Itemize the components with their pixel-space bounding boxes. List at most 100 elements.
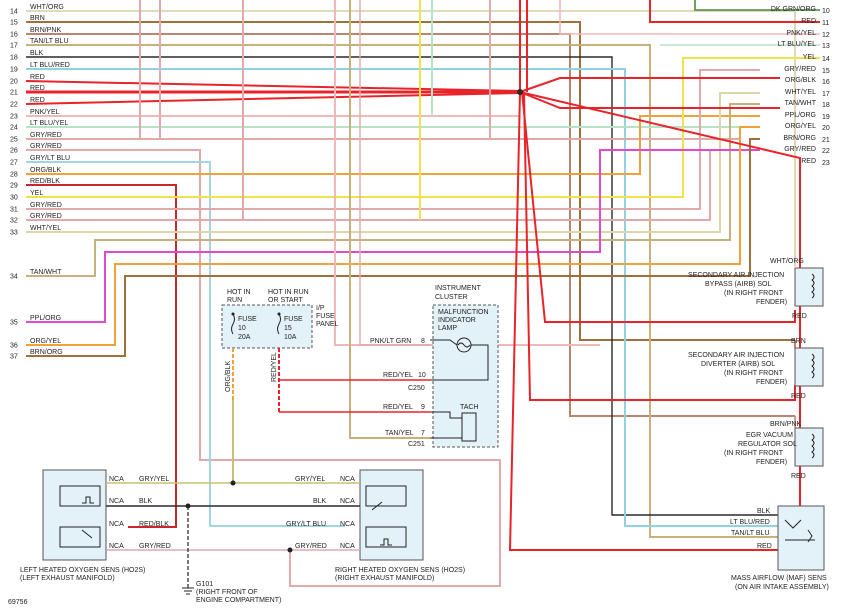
left-row-wire: LT BLU/YEL [30,120,68,127]
or-w-2: BLK [313,498,327,505]
left-row-wire: RED [30,74,45,81]
fuse-hot-run-2: RUN [227,297,242,304]
right-row-wire: RED [801,158,816,165]
cluster-label-2: CLUSTER [435,294,468,301]
left-row-number: 31 [10,207,18,214]
right-row-wire: ORG/BLK [785,77,816,84]
ol-nca-3: NCA [109,521,124,528]
left-row-wire: BRN/PNK [30,27,61,34]
right-row-wire: GRY/RED [784,66,816,73]
fuse10-l3: 20A [238,334,251,341]
left-row-number: 20 [10,79,18,86]
left-row-wire: LT BLU/RED [30,62,70,69]
right-components: WHT/ORG RED SECONDARY AIR INJECTION BYPA… [688,258,829,591]
left-row-wire: YEL [30,190,43,197]
egr-l2: REGULATOR SOL [738,441,797,448]
left-row-number: 16 [10,32,18,39]
ol-w-3: RED/BLK [139,521,169,528]
left-row-wire: WHT/YEL [30,225,61,232]
ol-w-4: GRY/RED [139,543,171,550]
diverter-top: BRN [791,338,806,345]
left-row-wire: RED/BLK [30,178,60,185]
wire-l33 [26,92,760,233]
wire-vert-d [334,0,600,346]
right-row-wire: YEL [803,54,816,61]
cl-w-tanyel: TAN/YEL [385,430,414,437]
ol-nca-2: NCA [109,498,124,505]
left-row-number: 23 [10,114,18,121]
maf-box [777,505,825,571]
wire-l30 [26,57,760,198]
left-row-wire: PNK/YEL [30,109,60,116]
left-row-number: 26 [10,148,18,155]
left-row-number: 17 [10,43,18,50]
or-nca-2: NCA [340,498,355,505]
left-row-wire: GRY/RED [30,202,62,209]
red-down-a [508,91,778,551]
wire-l14 [26,10,796,258]
right-row-wire: GRY/RED [784,146,816,153]
left-heater-icon [59,485,101,507]
fuse10-l2: 10 [238,325,246,332]
maf-l1: MASS AIRFLOW (MAF) SENS [731,575,827,582]
left-row-wire: BRN [30,15,45,22]
bypass-l1: SECONDARY AIR INJECTION [688,272,784,279]
wire-vert-f [359,0,430,346]
fuse10-l1: FUSE [238,316,257,323]
maf-w1: BLK [757,508,771,515]
airb-bypass-box [794,267,824,307]
cluster-label-1: INSTRUMENT [435,285,482,292]
fuse-hot-start-1: HOT IN RUN [268,289,309,296]
or-w-4: GRY/RED [295,543,327,550]
left-row-wire: TAN/LT BLU [30,38,69,45]
egr-l4: FENDER) [756,459,787,466]
red-r23 [519,91,801,557]
instrument-cluster: INSTRUMENT CLUSTER MALFUNCTION INDICATOR… [370,285,499,448]
left-row-number: 34 [10,274,18,281]
ol-w-1: GRY/YEL [139,476,169,483]
mil-label-3: LAMP [438,325,457,332]
wire-l17 [26,44,778,538]
bypass-top: WHT/ORG [770,258,804,265]
wire-l26 [26,149,501,587]
egr-coil-icon [811,433,815,459]
right-row-wire: TAN/WHT [785,100,817,107]
left-row-number: 37 [10,354,18,361]
fuse-hot-run-1: HOT IN [227,289,251,296]
fuse-panel-label-3: PANEL [316,321,339,328]
diverter-l3: (IN RIGHT FRONT [724,370,784,377]
left-sensor-icon [59,526,101,548]
mil-label-2: INDICATOR [438,317,476,324]
o2-sensors: G101 (RIGHT FRONT OF ENGINE COMPARTMENT)… [20,469,465,604]
bypass-bottom: RED [792,313,807,320]
o2-left-title-1: LEFT HEATED OXYGEN SENS (HO2S) [20,567,145,574]
figure-id: 69756 [8,599,28,606]
left-row-number: 24 [10,125,18,132]
or-nca-3: NCA [340,521,355,528]
fuse15-icon [277,313,281,335]
left-row-wire: RED [30,97,45,104]
red-down-b [523,91,796,401]
left-row-number: 15 [10,20,18,27]
egr-top: BRN/PNK [770,421,801,428]
right-row-number: 13 [822,43,830,50]
left-row-wire: GRY/RED [30,143,62,150]
diverter-l4: FENDER) [756,379,787,386]
fuse15-l2: 15 [284,325,292,332]
ol-nca-1: NCA [109,476,124,483]
or-w-1: GRY/YEL [295,476,325,483]
left-row-number: 35 [10,320,18,327]
right-row-number: 22 [822,148,830,155]
wire-l16 [26,33,795,417]
wire-vert-c [242,0,560,221]
right-row-wire: RED [801,18,816,25]
airb-bypass-coil-icon [811,273,815,299]
left-row-number: 21 [10,90,18,97]
or-nca-4: NCA [340,543,355,550]
or-w-3: GRY/LT BLU [286,521,326,528]
fuse-hot-start-2: OR START [268,297,303,304]
maf-w4: RED [757,543,772,550]
red-splice-dot [517,89,523,95]
